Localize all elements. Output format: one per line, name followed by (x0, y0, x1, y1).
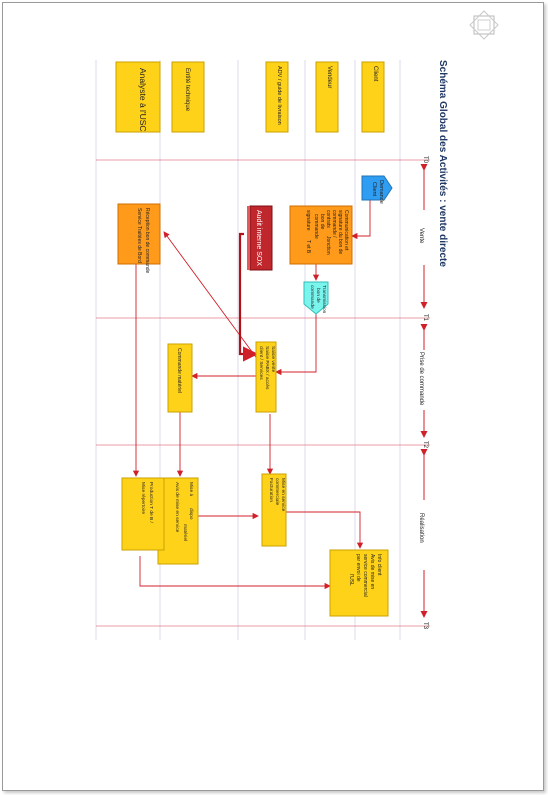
svg-text:client / Services: client / Services (258, 346, 264, 380)
svg-text:Client: Client (372, 66, 378, 82)
svg-text:signature du bon de: signature du bon de (337, 210, 343, 254)
svg-text:bon de: bon de (315, 288, 321, 303)
svg-text:Jonction: Jonction (325, 236, 331, 255)
actor-header-analyste: Analyste à l'USC (115, 61, 161, 133)
actor-header-client: Client (361, 61, 385, 133)
milestone-t1: T1 (422, 314, 428, 322)
node-reception-bon-commande: Réception bon de commande Service Traité… (117, 203, 161, 274)
svg-text:bon de: bon de (319, 214, 325, 230)
svg-text:dispo: dispo (188, 508, 194, 520)
svg-text:signature: signature (305, 210, 311, 231)
node-communication-signature: Communication et signature du bon de com… (289, 205, 353, 265)
svg-text:T et B: T et B (305, 240, 311, 254)
svg-text:Mise à: Mise à (188, 482, 194, 496)
svg-text:service commercial: service commercial (362, 554, 368, 597)
diagram-title: Schéma Global des Activités : vente dire… (437, 60, 448, 267)
svg-text:Audit interne SOX: Audit interne SOX (255, 210, 262, 266)
svg-text:Mise répertoire: Mise répertoire (140, 482, 146, 514)
svg-text:Réception bon de commande: Réception bon de commande (144, 208, 150, 274)
svg-text:ADV / guide de livraison: ADV / guide de livraison (276, 66, 282, 125)
actor-header-adv: ADV / guide de livraison (265, 61, 289, 133)
svg-text:matériel: matériel (182, 524, 188, 541)
svg-text:Production T de B /: Production T de B / (148, 482, 154, 524)
svg-text:commande /: commande / (331, 210, 337, 238)
svg-text:par envoi de: par envoi de (355, 554, 361, 582)
svg-text:Saisie vente: Saisie vente (270, 346, 276, 372)
audit-connectors (238, 232, 259, 362)
node-info-client: Info client Avis de mise en service comm… (329, 549, 389, 617)
phase-realisation: Réalisation (418, 513, 424, 543)
svg-text:l'USL: l'USL (348, 574, 354, 586)
milestone-lines (96, 159, 430, 627)
flow-connectors (132, 200, 371, 590)
svg-text:Saisie PABX / accès: Saisie PABX / accès (264, 346, 270, 390)
actor-header-entite-technique: Entité technique (171, 61, 205, 133)
svg-text:Entité technique: Entité technique (184, 68, 190, 112)
svg-text:commerciale: commerciale (274, 478, 280, 506)
svg-text:Communication et: Communication et (343, 210, 349, 251)
node-demande-client: Demande Client (361, 175, 393, 204)
milestone-t2: T2 (422, 441, 428, 449)
actor-header-vendeur: Vendeur (315, 61, 339, 133)
svg-text:Vendeur: Vendeur (326, 66, 332, 88)
svg-text:Mise en service: Mise en service (280, 478, 286, 512)
svg-text:Info client: Info client (376, 554, 382, 576)
svg-text:commande: commande (313, 214, 319, 239)
node-transmission-bon: Transmission bon de commande (303, 281, 329, 315)
node-mise-a-dispo-materiel: Mise à dispo matériel Avis de mise en se… (157, 477, 199, 565)
node-saisie-vente: Saisie vente Saisie PABX / accès client … (255, 341, 277, 413)
svg-text:Client: Client (371, 182, 377, 197)
node-audit-interne-sox: Audit interne SOX (247, 205, 273, 271)
svg-text:contrats: contrats (325, 210, 331, 228)
svg-text:commande: commande (309, 285, 315, 309)
milestone-t0: T0 (422, 156, 428, 164)
svg-text:Avis de mise en service: Avis de mise en service (174, 482, 180, 533)
svg-text:Service Traitées de Bord: Service Traitées de Bord (136, 208, 142, 263)
document-watermark-icon (469, 10, 499, 40)
svg-text:Transmission: Transmission (321, 285, 327, 314)
svg-text:Avis de mise en: Avis de mise en (369, 554, 375, 589)
node-mise-en-service: Mise en service commerciale Facturation (261, 473, 287, 547)
svg-text:Facturation: Facturation (268, 478, 274, 502)
node-production-tdb: Production T de B / Mise répertoire (121, 477, 165, 551)
milestone-t3: T3 (422, 622, 428, 630)
svg-text:Analyste à l'USC: Analyste à l'USC (138, 68, 148, 132)
phase-prise-de-commande: Prise de commande (418, 352, 424, 406)
svg-text:Commande matériel: Commande matériel (176, 348, 182, 393)
phase-vente: Vente (418, 228, 424, 244)
node-commande-materiel: Commande matériel (167, 343, 193, 413)
svg-text:Demande: Demande (378, 180, 384, 204)
